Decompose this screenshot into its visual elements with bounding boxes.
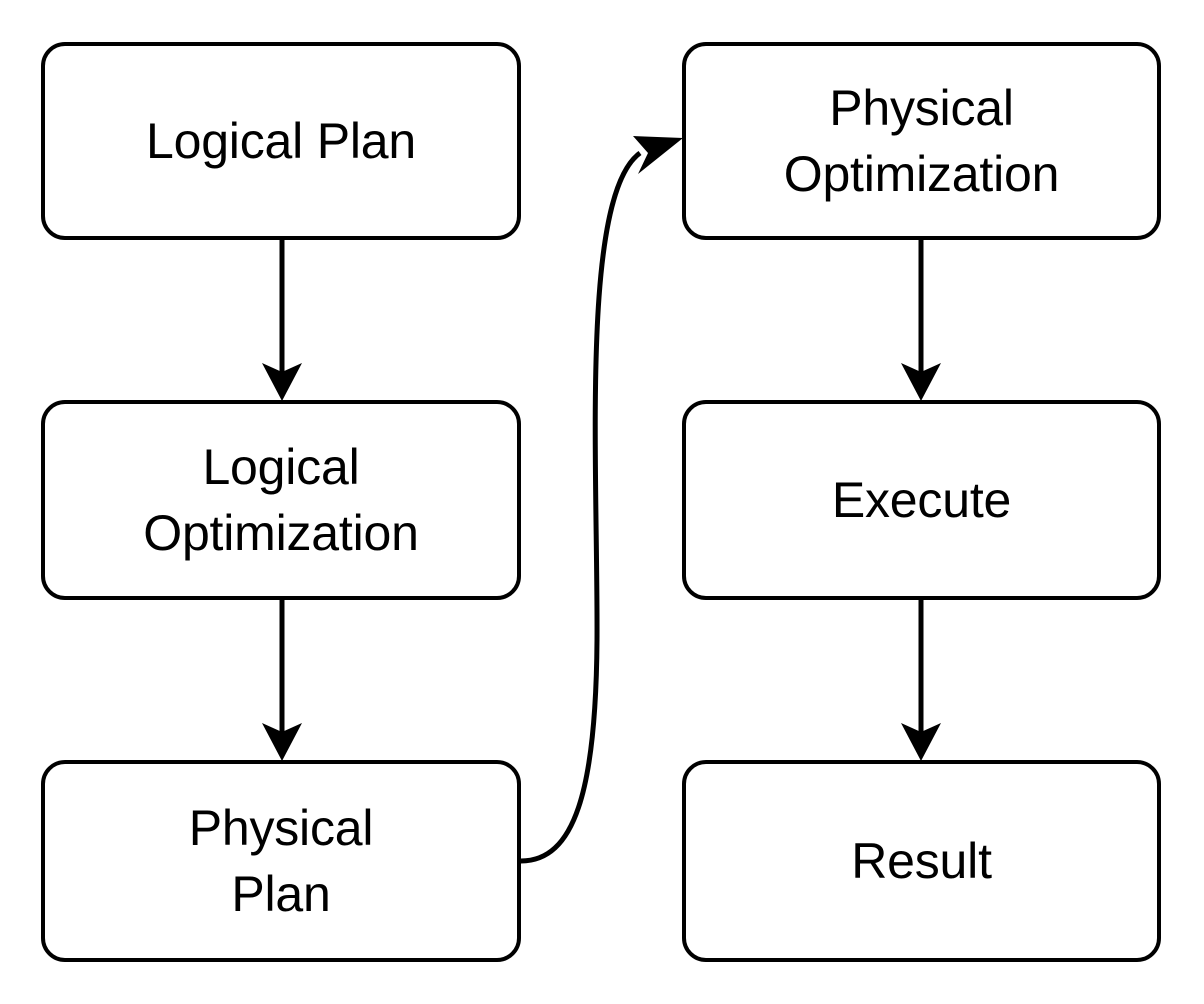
edge-physical-optimization-to-execute [901,240,941,401]
node-result[interactable]: Result [682,760,1161,962]
node-logical-plan-label: Logical Plan [145,113,416,169]
node-physical-optimization[interactable]: Physical Optimization [682,42,1161,240]
node-logical-plan[interactable]: Logical Plan [41,42,521,240]
node-logical-optimization[interactable]: Logical Optimization [41,400,521,600]
node-logical-optimization-label: Logical Optimization [143,439,419,561]
node-physical-plan-label: Physical Plan [188,800,374,922]
node-execute-label: Execute [831,472,1012,528]
edge-execute-to-result [901,600,941,761]
node-execute[interactable]: Execute [682,400,1161,600]
node-physical-plan[interactable]: Physical Plan [41,760,521,962]
edge-logical-plan-to-logical-optimization [262,240,302,401]
edge-physical-plan-to-physical-optimization [520,136,683,864]
node-result-label: Result [851,833,992,889]
edge-logical-optimization-to-physical-plan [262,600,302,761]
node-physical-optimization-label: Physical Optimization [783,80,1060,202]
